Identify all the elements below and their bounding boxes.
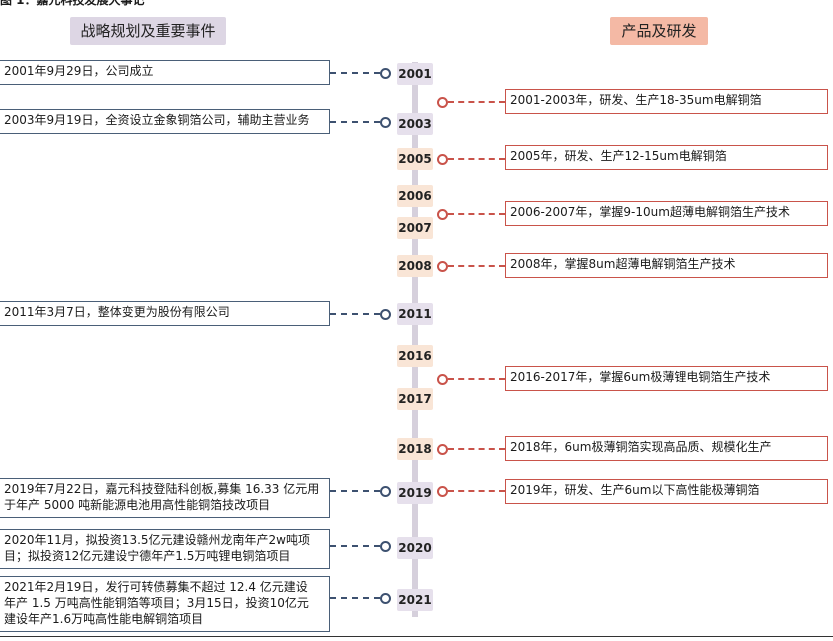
figure-title: 图 1：嘉元科技发展大事记	[0, 0, 145, 7]
left-connector-2003	[330, 121, 380, 123]
left-event-2019: 2019年7月22日，嘉元科技登陆科创板,募集 16.33 亿元用 于年产 50…	[0, 478, 330, 518]
year-label-2008: 2008	[397, 255, 433, 277]
right-dot-2018	[437, 444, 448, 455]
left-connector-2001	[330, 72, 380, 74]
left-dot-2020	[380, 541, 391, 552]
year-label-2018: 2018	[397, 438, 433, 460]
left-dot-2021	[380, 593, 391, 604]
left-event-2021: 2021年2月19日，发行可转债募集不超过 12.4 亿元建设 年产 1.5 万…	[0, 576, 330, 632]
header-products: 产品及研发	[610, 17, 708, 45]
left-dot-2001	[380, 68, 391, 79]
right-event-2005: 2005年，研发、生产12-15um电解铜箔	[505, 145, 828, 170]
right-event-2019: 2019年，研发、生产6um以下高性能极薄铜箔	[505, 479, 828, 504]
right-dot-2001-2003	[437, 97, 448, 108]
right-event-2008: 2008年，掌握8um超薄电解铜箔生产技术	[505, 253, 828, 278]
year-label-2005: 2005	[397, 148, 433, 170]
header-strategy: 战略规划及重要事件	[70, 17, 226, 45]
left-connector-2020	[330, 545, 380, 547]
left-event-2020: 2020年11月，拟投资13.5亿元建设赣州龙南年产2w吨项 目；拟投资12亿元…	[0, 529, 330, 569]
left-connector-2011	[330, 313, 380, 315]
right-event-2016-2017: 2016-2017年，掌握6um极薄锂电铜箔生产技术	[505, 366, 828, 391]
right-dot-2005	[437, 154, 448, 165]
right-connector-2006-2007	[448, 213, 505, 215]
right-dot-2006-2007	[437, 209, 448, 220]
left-dot-2011	[380, 309, 391, 320]
right-dot-2016-2017	[437, 374, 448, 385]
year-label-2019: 2019	[397, 482, 433, 504]
right-connector-2019	[448, 490, 505, 492]
left-connector-2019	[330, 490, 380, 492]
left-event-2001: 2001年9月29日，公司成立	[0, 60, 330, 85]
right-dot-2019	[437, 486, 448, 497]
year-label-2021: 2021	[397, 589, 433, 611]
right-connector-2008	[448, 265, 505, 267]
timeline-axis	[412, 62, 418, 617]
left-dot-2019	[380, 486, 391, 497]
left-event-2011: 2011年3月7日，整体变更为股份有限公司	[0, 301, 330, 326]
right-dot-2008	[437, 261, 448, 272]
right-connector-2001-2003	[448, 101, 505, 103]
left-connector-2021	[330, 597, 380, 599]
year-label-2006: 2006	[397, 185, 433, 207]
year-label-2011: 2011	[397, 303, 433, 325]
year-label-2003: 2003	[397, 113, 433, 135]
bottom-rule	[0, 636, 833, 637]
right-connector-2016-2017	[448, 378, 505, 380]
year-label-2001: 2001	[397, 63, 433, 85]
left-event-2003: 2003年9月19日，全资设立金象铜箔公司，辅助主营业务	[0, 109, 330, 134]
right-event-2006-2007: 2006-2007年，掌握9-10um超薄电解铜箔生产技术	[505, 201, 828, 226]
right-event-2018: 2018年，6um极薄铜箔实现高品质、规模化生产	[505, 436, 828, 461]
right-connector-2005	[448, 158, 505, 160]
year-label-2017: 2017	[397, 388, 433, 410]
year-label-2007: 2007	[397, 217, 433, 239]
year-label-2016: 2016	[397, 345, 433, 367]
right-event-2001-2003: 2001-2003年，研发、生产18-35um电解铜箔	[505, 89, 828, 114]
right-connector-2018	[448, 448, 505, 450]
year-label-2020: 2020	[397, 537, 433, 559]
left-dot-2003	[380, 117, 391, 128]
